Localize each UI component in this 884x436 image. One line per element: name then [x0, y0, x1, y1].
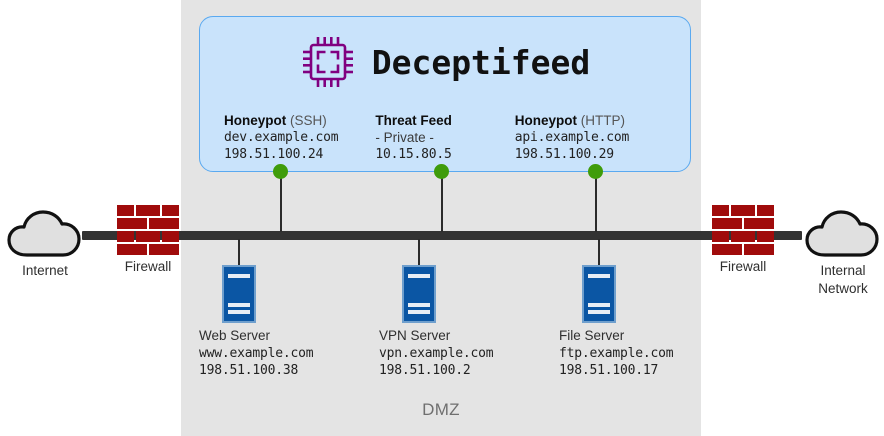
server-icon-vpn-server[interactable]	[402, 265, 436, 323]
file-server-ip: 198.51.100.17	[559, 363, 659, 378]
firewall-left-label-text: Firewall	[124, 259, 172, 274]
web-server-hostname: www.example.com	[199, 346, 314, 361]
service-2-title: Honeypot (HTTP)	[515, 112, 690, 129]
internet-label-text: Internet	[22, 263, 68, 278]
node-honeypot-ssh[interactable]	[273, 164, 288, 179]
service-2-hostname: api.example.com	[514, 130, 630, 145]
service-1-hostname: - Private -	[375, 130, 434, 145]
service-0-title: Honeypot (SSH)	[224, 112, 375, 129]
server-slot-bottom	[588, 310, 610, 314]
cpu-chip-icon	[302, 37, 353, 87]
vpn-server-ip: 198.51.100.2	[379, 363, 471, 378]
service-2-protocol: (HTTP)	[580, 113, 626, 128]
firewall-brick-icon-right	[712, 205, 774, 262]
server-slot-mid	[408, 303, 430, 307]
internal-network-label-line1: Internal	[820, 263, 866, 278]
drop-line-file-server	[598, 239, 600, 267]
server-slot-bottom	[228, 310, 250, 314]
server-icon-file-server[interactable]	[582, 265, 616, 323]
firewall-label-right: Firewall	[683, 258, 803, 276]
vpn-server-hostname: vpn.example.com	[379, 346, 494, 361]
firewall-label-left: Firewall	[88, 258, 208, 276]
drop-line-vpn-server	[418, 239, 420, 267]
drop-line-web-server	[238, 239, 240, 267]
firewall-right-label-text: Firewall	[719, 259, 767, 274]
service-0-protocol: (SSH)	[290, 113, 327, 128]
server-slot-top	[588, 274, 610, 278]
cloud-label-internet: Internet	[0, 262, 105, 280]
cloud-icon-internet	[5, 205, 85, 261]
service-0-hostname: dev.example.com	[224, 130, 339, 145]
device-label-file-server: File Server ftp.example.com 198.51.100.1…	[559, 327, 749, 379]
service-honeypot-http: Honeypot (HTTP) api.example.com 198.51.1…	[515, 112, 690, 163]
server-slot-bottom	[408, 310, 430, 314]
web-server-name: Web Server	[199, 328, 271, 343]
cloud-label-internal-network: Internal Network	[783, 262, 884, 298]
firewall-brick-icon-left	[117, 205, 179, 262]
network-backbone-line	[82, 231, 802, 240]
service-2-role: Honeypot	[514, 113, 577, 128]
riser-line-threat-feed	[441, 172, 443, 232]
web-server-ip: 198.51.100.38	[199, 363, 299, 378]
server-slot-mid	[228, 303, 250, 307]
riser-line-honeypot-ssh	[280, 172, 282, 232]
product-title: Deceptifeed	[371, 42, 591, 82]
node-honeypot-http[interactable]	[588, 164, 603, 179]
vpn-server-name: VPN Server	[379, 328, 451, 343]
file-server-hostname: ftp.example.com	[559, 346, 674, 361]
dmz-zone-label: DMZ	[422, 400, 460, 419]
server-icon-web-server[interactable]	[222, 265, 256, 323]
device-label-vpn-server: VPN Server vpn.example.com 198.51.100.2	[379, 327, 569, 379]
service-threat-feed: Threat Feed - Private - 10.15.80.5	[375, 112, 514, 163]
deceptifeed-panel: Deceptifeed Honeypot (SSH) dev.example.c…	[199, 16, 691, 172]
server-slot-top	[408, 274, 430, 278]
riser-line-honeypot-http	[595, 172, 597, 232]
server-slot-mid	[588, 303, 610, 307]
file-server-name: File Server	[559, 328, 625, 343]
service-honeypot-ssh: Honeypot (SSH) dev.example.com 198.51.10…	[200, 112, 375, 163]
deceptifeed-services: Honeypot (SSH) dev.example.com 198.51.10…	[200, 112, 690, 163]
node-threat-feed[interactable]	[434, 164, 449, 179]
service-0-role: Honeypot	[224, 113, 287, 128]
service-1-title: Threat Feed	[375, 112, 514, 129]
device-label-web-server: Web Server www.example.com 198.51.100.38	[199, 327, 389, 379]
service-1-ip: 10.15.80.5	[375, 147, 452, 162]
internal-network-label-line2: Network	[818, 281, 868, 296]
server-slot-top	[228, 274, 250, 278]
service-1-role: Threat Feed	[375, 113, 452, 128]
deceptifeed-header: Deceptifeed	[200, 31, 690, 93]
service-2-ip: 198.51.100.29	[514, 147, 614, 162]
cloud-icon-internal-network	[803, 205, 883, 261]
service-0-ip: 198.51.100.24	[224, 147, 324, 162]
